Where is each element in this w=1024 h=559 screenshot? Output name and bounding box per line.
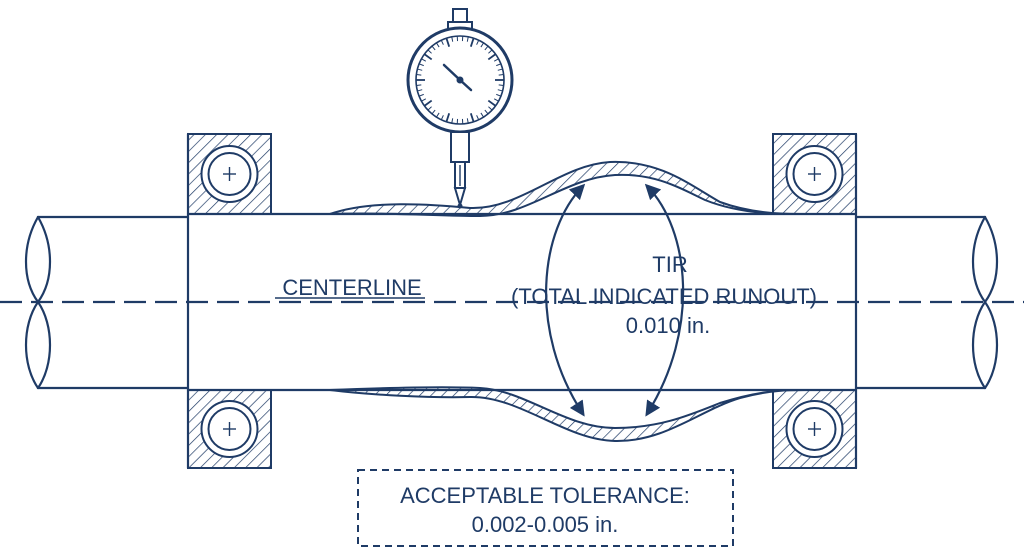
dial-indicator-icon — [406, 8, 514, 209]
dial-tick — [440, 39, 444, 45]
dial-tick — [417, 89, 423, 92]
deformation-top — [329, 160, 801, 218]
centerline-label: CENTERLINE — [282, 275, 421, 300]
dial-tick — [451, 36, 454, 42]
tolerance-label: ACCEPTABLE TOLERANCE: — [400, 483, 690, 508]
dial-tick — [423, 99, 433, 107]
tir-full-name: (TOTAL INDICATED RUNOUT) — [511, 284, 817, 309]
tolerance-box — [357, 469, 734, 547]
dial-tick — [421, 98, 427, 102]
dial-tick — [416, 73, 422, 76]
dial-tick — [427, 49, 432, 54]
dial-tick — [427, 106, 432, 111]
dial-tick — [466, 118, 469, 124]
dial-tick — [423, 53, 433, 61]
dial-tick — [421, 58, 427, 62]
dial-tick — [416, 84, 422, 87]
dial-tick — [476, 39, 480, 45]
bearing-top-left — [187, 133, 272, 215]
dial-tick — [445, 113, 451, 123]
dial-tick — [418, 93, 424, 97]
tir-label: TIR — [652, 252, 687, 277]
dial-tick — [496, 93, 502, 97]
dial-tick — [431, 109, 436, 115]
dial-tick — [431, 45, 436, 51]
dial-ticks — [416, 36, 504, 124]
tolerance-value: 0.002-0.005 in. — [472, 512, 619, 537]
deformation-bottom — [329, 386, 806, 443]
dial-tick — [488, 106, 493, 111]
tir-arrow-left — [545, 183, 586, 417]
dial-tick — [451, 118, 454, 124]
dial-tick — [469, 113, 475, 123]
dial-tick — [436, 42, 440, 48]
dial-tick — [484, 109, 489, 115]
dial-tick — [493, 98, 499, 102]
bearing-bottom-left — [187, 389, 272, 469]
dial-tick — [480, 112, 484, 118]
dial-tick — [493, 58, 499, 62]
dial-tick — [440, 115, 444, 121]
dial-tick — [476, 115, 480, 121]
dial-tick — [445, 37, 451, 47]
tir-arrow-right — [644, 183, 685, 417]
dial-tick — [418, 63, 424, 67]
dial-tick — [496, 63, 502, 67]
dial-tick — [498, 73, 504, 76]
dial-tick — [436, 112, 440, 118]
dial-tick — [487, 53, 497, 61]
dial-tick — [497, 68, 503, 71]
dial-tick — [498, 84, 504, 87]
dial-tick — [466, 36, 469, 42]
dial-tick — [497, 89, 503, 92]
bearing-bottom-right — [772, 389, 857, 469]
bearing-top-right — [772, 133, 857, 215]
dial-tick — [484, 45, 489, 51]
dial-tick — [488, 49, 493, 54]
dial-tick — [487, 99, 497, 107]
tir-value: 0.010 in. — [626, 313, 710, 338]
dial-tick — [417, 68, 423, 71]
dial-tick — [469, 37, 475, 47]
dial-tick — [480, 42, 484, 48]
